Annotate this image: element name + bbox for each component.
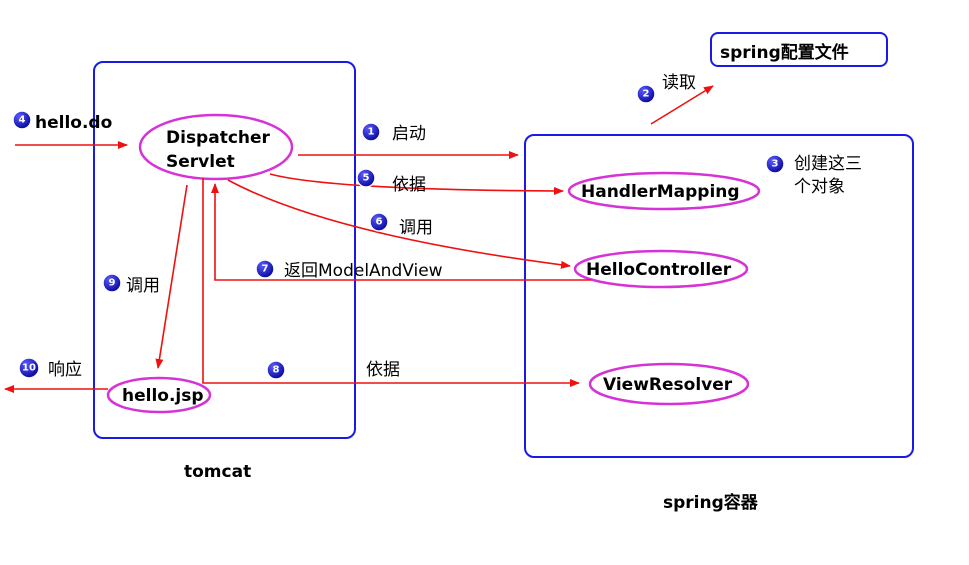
hello-controller-ellipse <box>573 249 749 289</box>
tomcat-label: tomcat <box>184 462 251 482</box>
svg-text:3: 3 <box>772 159 779 170</box>
step-label-7: 返回ModelAndView <box>284 261 443 281</box>
view-resolver-label: ViewResolver <box>603 375 733 395</box>
svg-text:1: 1 <box>368 127 375 138</box>
config-file-box <box>710 32 888 67</box>
hello-jsp-ellipse <box>106 376 212 414</box>
step-badge-2: 2 <box>636 84 656 104</box>
handler-mapping-ellipse <box>567 171 761 211</box>
step-label-1: 启动 <box>392 124 426 144</box>
step-label-4: hello.do <box>35 113 112 133</box>
dispatcher-servlet-ellipse <box>138 113 294 181</box>
svg-text:4: 4 <box>19 115 26 126</box>
svg-text:6: 6 <box>376 217 383 228</box>
view-resolver-ellipse <box>588 362 750 406</box>
arrow-read <box>650 85 714 125</box>
arrow-to-view-resolver <box>202 178 580 387</box>
handler-mapping-label: HandlerMapping <box>581 182 740 202</box>
step-label-3-line2: 个对象 <box>794 177 845 197</box>
step-label-2: 读取 <box>662 73 696 93</box>
svg-text:8: 8 <box>273 365 280 376</box>
hello-controller-label: HelloController <box>586 260 732 280</box>
step-badge-9: 9 <box>102 273 122 293</box>
svg-text:7: 7 <box>262 264 269 275</box>
svg-text:2: 2 <box>643 89 650 100</box>
step-badge-10: 10 <box>18 357 40 379</box>
step-badge-7: 7 <box>255 259 275 279</box>
spring-container-label: spring容器 <box>663 492 759 513</box>
step-badge-4: 4 <box>12 110 32 130</box>
step-label-5: 依据 <box>392 175 426 195</box>
step-label-6: 调用 <box>399 218 433 238</box>
step-label-9: 调用 <box>126 276 160 296</box>
step-label-3-line1: 创建这三 <box>794 154 862 174</box>
step-label-10: 响应 <box>48 360 82 380</box>
hello-jsp-label: hello.jsp <box>122 386 204 406</box>
tomcat-container <box>93 61 356 439</box>
step-label-8: 依据 <box>366 360 400 380</box>
spring-container <box>524 134 914 458</box>
arrow-call-jsp <box>155 184 188 369</box>
svg-text:9: 9 <box>109 278 116 289</box>
svg-text:10: 10 <box>22 363 36 374</box>
step-badge-3: 3 <box>765 154 785 174</box>
step-badge-5: 5 <box>356 168 376 188</box>
step-badge-6: 6 <box>369 212 389 232</box>
config-file-label: spring配置文件 <box>720 42 849 63</box>
step-badge-1: 1 <box>361 122 381 142</box>
arrow-to-hello-controller <box>227 179 571 269</box>
arrow-return-modelandview <box>211 183 591 281</box>
dispatcher-label-line1: Dispatcher <box>166 128 271 148</box>
dispatcher-label-line2: Servlet <box>166 152 235 172</box>
arrow-to-handler-mapping <box>269 173 564 195</box>
step-badge-8: 8 <box>266 360 286 380</box>
svg-text:5: 5 <box>363 173 370 184</box>
